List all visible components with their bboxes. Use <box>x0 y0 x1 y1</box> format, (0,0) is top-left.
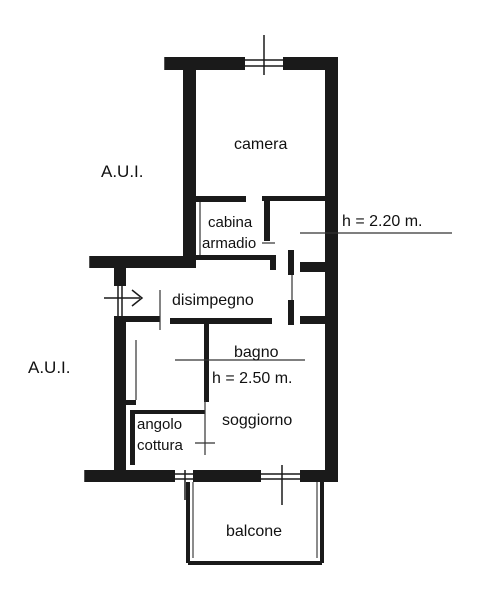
label-armadio: armadio <box>202 235 256 252</box>
label-height-lower: h = 2.50 m. <box>212 370 293 387</box>
label-angolo: angolo <box>137 416 182 433</box>
label-height-upper: h = 2.20 m. <box>342 213 423 230</box>
label-aui-bottom: A.U.I. <box>28 358 71 377</box>
interior-walls <box>126 196 325 465</box>
wall-camera-bottom <box>196 196 246 202</box>
wall-bottom-left <box>85 470 175 482</box>
label-aui-top: A.U.I. <box>101 162 144 181</box>
wall-left-upper <box>183 57 196 264</box>
wall-cabina-bottom <box>196 255 276 260</box>
label-disimpegno: disimpegno <box>172 292 254 309</box>
wall-outlines <box>84 35 300 505</box>
wall-bottom-right <box>300 470 338 482</box>
label-bagno: bagno <box>234 344 279 361</box>
wall-disimpegno-bottom <box>126 316 160 322</box>
wall-bagno-left <box>204 324 209 402</box>
label-camera: camera <box>234 136 287 153</box>
entrance-door <box>104 283 144 319</box>
interior-lines <box>135 202 452 455</box>
label-balcone: balcone <box>226 523 282 540</box>
wall-cottura <box>130 410 135 465</box>
wall-bagno-bottom <box>126 400 136 405</box>
outer-walls <box>85 57 338 482</box>
wall-left-lower <box>114 256 126 286</box>
label-soggiorno: soggiorno <box>222 412 292 429</box>
balcony <box>186 482 324 565</box>
wall-left-lower-2 <box>114 316 126 482</box>
wall-cabina-right <box>264 201 270 241</box>
wall-bottom-mid <box>193 470 261 482</box>
wall-step <box>90 256 196 268</box>
wall-top-right <box>283 57 338 70</box>
wall-right <box>325 57 338 482</box>
label-cottura: cottura <box>137 437 184 454</box>
wall-stub-right <box>300 262 325 272</box>
label-cabina: cabina <box>208 214 253 231</box>
wall-top-left <box>165 57 245 70</box>
